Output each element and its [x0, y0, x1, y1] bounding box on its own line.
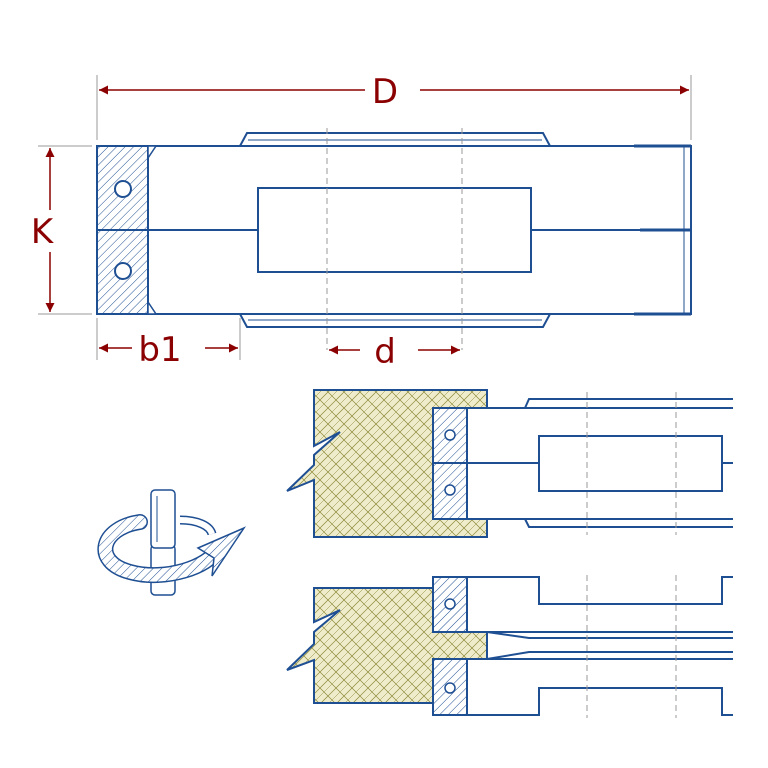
dimension-b1-width: b1	[99, 330, 238, 370]
dimension-d-bore: d	[329, 332, 460, 372]
dimension-d-outer: D	[99, 72, 689, 112]
dimension-label-b1: b1	[138, 330, 181, 370]
profile-view-2	[286, 575, 733, 718]
center-lines	[326, 128, 463, 350]
extension-lines	[38, 75, 692, 360]
cutter-head-top-view	[96, 132, 692, 328]
dimension-k-height: K	[31, 148, 55, 312]
dimension-label-K: K	[31, 212, 55, 252]
dimension-label-D: D	[372, 72, 398, 112]
dimension-label-d: d	[374, 332, 396, 372]
profile-view-1	[286, 389, 733, 538]
blade-knife	[96, 145, 158, 315]
rotation-direction-icon	[97, 489, 247, 596]
